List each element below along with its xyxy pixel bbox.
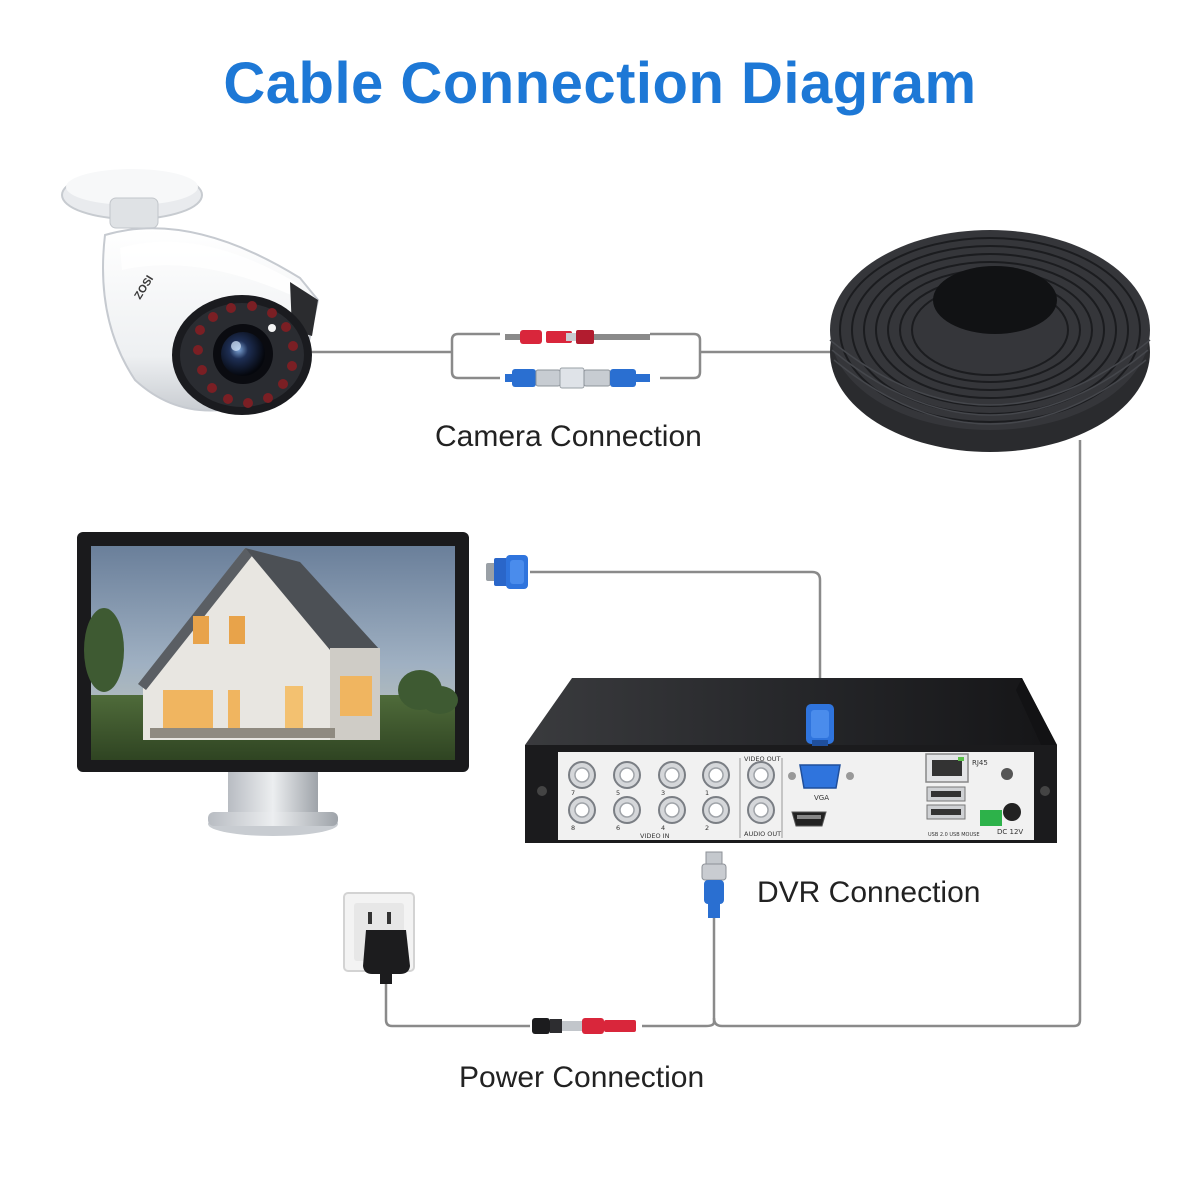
video-out-label: VIDEO OUT <box>744 755 781 763</box>
video-in-label: VIDEO IN <box>640 832 670 840</box>
dc-label: DC 12V <box>997 828 1023 836</box>
camera-split-loop <box>450 332 500 380</box>
channel-label: 1 <box>705 789 709 797</box>
dvr-connection-caption: DVR Connection <box>757 876 981 909</box>
vga-plug-monitor <box>486 555 528 589</box>
channel-label: 7 <box>571 789 575 797</box>
video-in-ports: 7 5 3 1 8 6 4 2 VIDEO IN <box>568 761 730 840</box>
vga-cable <box>530 570 822 706</box>
dc-power-port: DC 12V <box>980 768 1023 836</box>
camera-connection-caption: Camera Connection <box>435 420 702 453</box>
camera-power-connector <box>505 330 650 344</box>
dvr-recorder: 7 5 3 1 8 6 4 2 VIDEO IN VIDEO OUT AUDIO… <box>525 678 1057 843</box>
diagram-title: Cable Connection Diagram <box>223 51 977 116</box>
bullet-camera: ZOSI <box>61 169 320 415</box>
channel-label: 6 <box>616 824 620 832</box>
channel-label: 3 <box>661 789 665 797</box>
channel-label: 4 <box>661 824 665 832</box>
vga-label: VGA <box>814 794 829 802</box>
dvr-bnc-plug <box>701 851 727 918</box>
camera-video-connector <box>505 367 650 389</box>
channel-label: 2 <box>705 824 709 832</box>
channel-label: 8 <box>571 824 575 832</box>
cables <box>300 332 1082 1028</box>
power-adapter <box>363 930 410 984</box>
usb-ports: USB 2.0 USB MOUSE <box>926 786 980 838</box>
power-cable <box>384 962 716 1028</box>
network-port: RJ45 <box>925 753 988 783</box>
usb-label: USB 2.0 USB MOUSE <box>928 832 980 838</box>
power-connector-bottom <box>532 1018 636 1034</box>
cable-coil <box>829 230 1151 452</box>
monitor <box>77 532 469 836</box>
channel-label: 5 <box>616 789 620 797</box>
vga-plug-dvr <box>806 704 834 746</box>
audio-out-label: AUDIO OUT <box>744 830 781 838</box>
hdmi-port <box>791 811 827 827</box>
vga-port: VGA <box>788 764 854 802</box>
rj45-label: RJ45 <box>972 759 988 767</box>
camera-split-loop-right <box>650 332 830 380</box>
av-out-ports: VIDEO OUT AUDIO OUT <box>739 755 783 838</box>
power-connection-caption: Power Connection <box>459 1061 705 1094</box>
